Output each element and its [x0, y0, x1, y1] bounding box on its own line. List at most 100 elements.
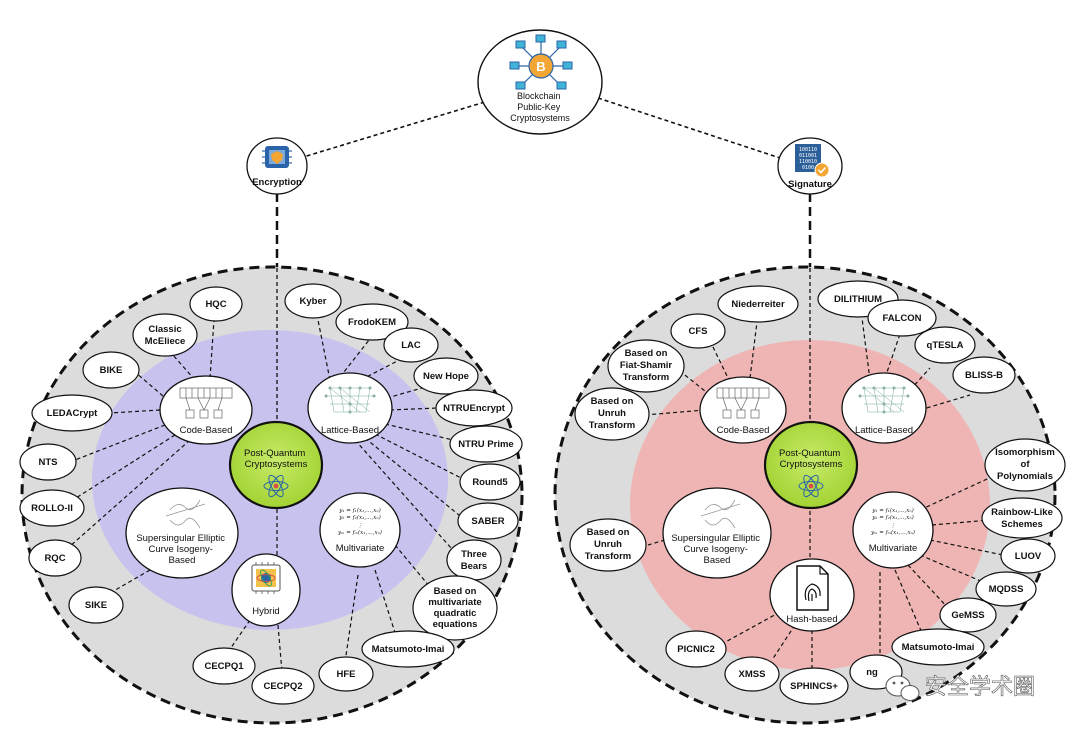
svg-text:LUOV: LUOV: [1015, 551, 1042, 562]
leaf-ledacrypt[interactable]: LEDACrypt: [31, 394, 113, 432]
equation-system-icon: y₁ = f₁(x₁,…,xₙ) y₂ = f₂(x₁,…,xₙ) ⋮ yₘ =…: [337, 507, 382, 536]
binary-document-check-icon: 100110 011001 110010 0100: [795, 144, 830, 178]
leaf-mqdss[interactable]: MQDSS: [975, 571, 1037, 607]
leaf-matsumoto-imai-right[interactable]: Matsumoto-Imai: [891, 628, 985, 666]
leaf-nts[interactable]: NTS: [19, 443, 77, 481]
encryption-label: Encryption: [252, 177, 302, 188]
code-matrix-icon: [179, 387, 233, 419]
svg-text:B: B: [536, 59, 545, 74]
leaf-saber[interactable]: SABER: [457, 502, 519, 540]
leaf-rollo-ii[interactable]: ROLLO-II: [19, 489, 85, 527]
svg-text:NTRUEncrypt: NTRUEncrypt: [443, 403, 506, 414]
watermark-text: 安全学术圈: [925, 675, 1035, 700]
left-code-based-label: Code-Based: [180, 425, 233, 436]
svg-text:CECPQ1: CECPQ1: [204, 661, 244, 672]
leaf-cfs[interactable]: CFS: [670, 313, 726, 349]
right-multivariate-node[interactable]: y₁ = f₁(x₁,…,xₙ) y₂ = f₂(x₁,…,xₙ) ⋮ yₘ =…: [852, 491, 934, 569]
leaf-rqc[interactable]: RQC: [28, 539, 82, 577]
leaf-bike[interactable]: BIKE: [82, 351, 140, 389]
svg-text:LEDACrypt: LEDACrypt: [47, 408, 99, 419]
leaf-ntruencrypt[interactable]: NTRUEncrypt: [435, 389, 513, 427]
svg-text:Niederreiter: Niederreiter: [731, 299, 785, 310]
svg-text:Kyber: Kyber: [300, 296, 327, 307]
svg-text:ng: ng: [866, 667, 878, 678]
svg-text:y₁ = f₁(x₁,…,xₙ): y₁ = f₁(x₁,…,xₙ): [338, 507, 381, 514]
leaf-new-hope[interactable]: New Hope: [413, 357, 479, 395]
leaf-picnic2[interactable]: PICNIC2: [665, 630, 727, 668]
leaf-cecpq1[interactable]: CECPQ1: [192, 647, 256, 685]
blockchain-label: Blockchain Public-Key Cryptosystems: [510, 91, 570, 123]
left-lattice-based-node[interactable]: Lattice-Based: [307, 372, 393, 444]
top-edges: [299, 97, 781, 159]
chip-shield-icon: [262, 146, 292, 168]
svg-text:DILITHIUM: DILITHIUM: [834, 294, 882, 305]
leaf-matsumoto-imai-left[interactable]: Matsumoto-Imai: [361, 630, 455, 668]
leaf-cecpq2[interactable]: CECPQ2: [251, 667, 315, 705]
left-isogeny-node[interactable]: Supersingular Elliptic Curve Isogeny- Ba…: [125, 487, 239, 579]
leaf-niederreiter[interactable]: Niederreiter: [717, 285, 799, 323]
hash-based-node[interactable]: Hash-based: [769, 558, 855, 632]
leaf-hfe[interactable]: HFE: [318, 656, 374, 692]
leaf-sphincs[interactable]: SPHINCS+: [779, 667, 849, 705]
blockchain-node[interactable]: B Blockchain Public-Key Cryptosystems: [477, 29, 603, 135]
svg-text:RQC: RQC: [44, 553, 65, 564]
right-isogeny-node[interactable]: Supersingular Elliptic Curve Isogeny- Ba…: [662, 487, 772, 579]
left-isogeny-label: Supersingular Elliptic Curve Isogeny- Ba…: [136, 533, 227, 566]
leaf-lac[interactable]: LAC: [383, 327, 439, 363]
right-lattice-based-label: Lattice-Based: [855, 425, 913, 436]
svg-text:y₂ = f₂(x₁,…,xₙ): y₂ = f₂(x₁,…,xₙ): [338, 514, 381, 521]
svg-text:Round5: Round5: [472, 477, 508, 488]
encryption-cluster: Code-Based Lattice-Based Supersingular E…: [19, 265, 524, 725]
left-multivariate-node[interactable]: y₁ = f₁(x₁,…,xₙ) y₂ = f₂(x₁,…,xₙ) ⋮ yₘ =…: [319, 492, 401, 568]
svg-text:⋮: ⋮: [357, 523, 363, 529]
lattice-grid-icon: [324, 386, 376, 414]
left-hub-label: Post-Quantum Cryptosystems: [244, 448, 308, 470]
svg-text:SPHINCS+: SPHINCS+: [790, 681, 838, 692]
right-code-based-node[interactable]: Code-Based: [699, 376, 787, 444]
svg-text:110010: 110010: [799, 159, 817, 165]
fingerprint-document-icon: [796, 565, 829, 611]
svg-text:0100: 0100: [802, 165, 814, 171]
hybrid-node[interactable]: Hybrid: [231, 553, 301, 627]
signature-cluster: Code-Based Lattice-Based Supersingular E…: [553, 265, 1066, 725]
right-lattice-based-node[interactable]: Lattice-Based: [841, 372, 927, 444]
svg-text:BIKE: BIKE: [100, 365, 123, 376]
leaf-kyber[interactable]: Kyber: [284, 283, 342, 319]
leaf-bliss-b[interactable]: BLISS-B: [952, 356, 1016, 394]
svg-text:Matsumoto-Imai: Matsumoto-Imai: [902, 642, 975, 653]
leaf-luov[interactable]: LUOV: [1000, 538, 1056, 574]
leaf-falcon[interactable]: FALCON: [867, 299, 937, 337]
leaf-qtesla[interactable]: qTESLA: [914, 326, 976, 364]
encryption-node[interactable]: Encryption: [246, 137, 308, 195]
leaf-gemss[interactable]: GeMSS: [939, 597, 997, 633]
left-code-based-node[interactable]: Code-Based: [159, 375, 253, 445]
right-pqc-hub[interactable]: Post-Quantum Cryptosystems: [763, 420, 859, 510]
svg-text:HFE: HFE: [337, 669, 356, 680]
svg-text:CFS: CFS: [689, 326, 708, 337]
leaf-ntru-prime[interactable]: NTRU Prime: [449, 425, 523, 463]
leaf-sike[interactable]: SIKE: [68, 586, 124, 624]
bitcoin-network-icon: B: [509, 34, 573, 90]
leaf-round5[interactable]: Round5: [459, 463, 521, 501]
svg-text:y₁ = f₁(x₁,…,xₙ): y₁ = f₁(x₁,…,xₙ): [871, 507, 914, 514]
left-pqc-hub[interactable]: Post-Quantum Cryptosystems: [228, 420, 324, 510]
leaf-hqc[interactable]: HQC: [189, 286, 243, 322]
leaf-frodokem[interactable]: FrodoKEM: [335, 303, 409, 341]
signature-node[interactable]: 100110 011001 110010 0100 Signature: [777, 137, 843, 195]
leaf-xmss[interactable]: XMSS: [724, 656, 780, 692]
